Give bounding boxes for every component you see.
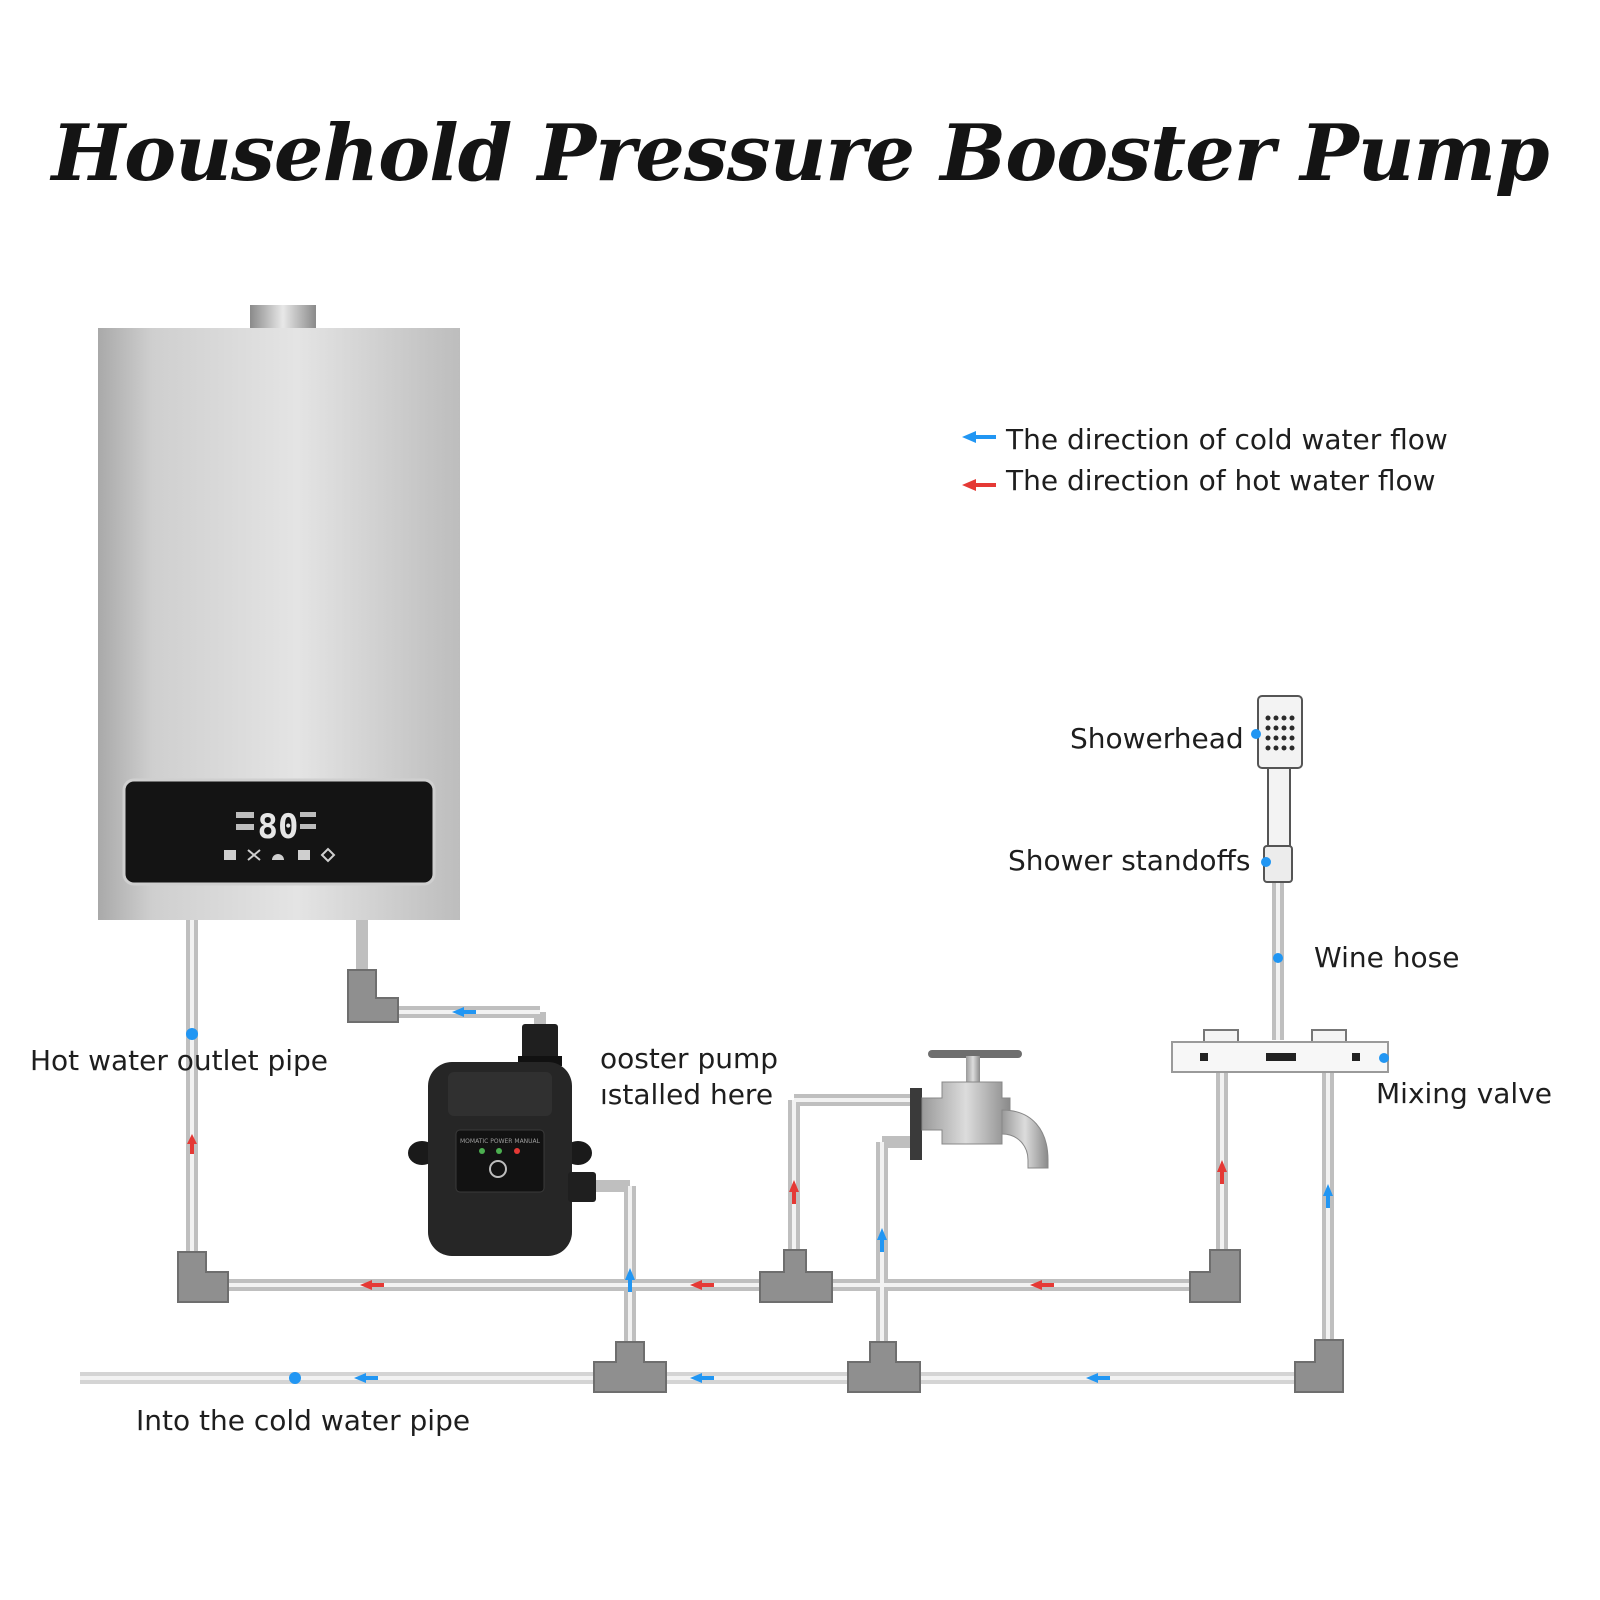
heater-button-icon[interactable] xyxy=(298,850,310,860)
heater-button-icon[interactable] xyxy=(224,850,236,860)
faucet-flange xyxy=(910,1088,922,1160)
heater-indicator-icon xyxy=(236,824,254,830)
cold-flow-legend-icon xyxy=(962,431,996,443)
flow-dot-icon xyxy=(1251,729,1261,739)
booster-pump: MOMATIC POWER MANUAL xyxy=(408,1024,596,1256)
hot-flow-arrow-icon xyxy=(1030,1280,1054,1290)
hot-flow-arrow-icon xyxy=(187,1134,197,1154)
faucet xyxy=(910,1050,1049,1169)
hot-flow-arrow-icon xyxy=(360,1280,384,1290)
hot-flow-arrow-icon xyxy=(789,1180,799,1204)
cold-flow-arrow-icon xyxy=(354,1373,378,1383)
hot-flow-arrow-icon xyxy=(690,1280,714,1290)
water-heater: 80 xyxy=(98,305,460,920)
heater-temperature-readout: 80 xyxy=(258,807,299,847)
elbow-fitting xyxy=(1294,1339,1344,1393)
label-wine-hose: Wine hose xyxy=(1314,941,1459,974)
heater-display-panel xyxy=(122,778,436,886)
cold-flow-arrow-icon xyxy=(877,1228,887,1252)
label-booster-pump-line1: ooster pump xyxy=(600,1042,778,1075)
cold-flow-arrow-icon xyxy=(690,1373,714,1383)
cold-flow-arrow-icon xyxy=(1323,1184,1333,1208)
label-into-cold-water-pipe: Into the cold water pipe xyxy=(136,1404,470,1437)
pipe-fittings xyxy=(177,969,1344,1393)
label-mixing-valve: Mixing valve xyxy=(1376,1077,1552,1110)
cold-flow-arrow-icon xyxy=(1086,1373,1110,1383)
showerhead xyxy=(1257,695,1303,769)
power-icon[interactable] xyxy=(320,847,336,863)
hot-flow-legend-icon xyxy=(962,479,996,491)
pump-led-green xyxy=(479,1148,485,1154)
pipes xyxy=(80,880,1334,1384)
label-booster-pump-line2: ıstalled here xyxy=(600,1078,773,1111)
elbow-fitting xyxy=(177,1251,229,1303)
pump-inlet-fitting xyxy=(522,1024,558,1060)
legend-hot-label: The direction of hot water flow xyxy=(1005,464,1436,497)
faucet-body xyxy=(921,1081,1011,1145)
legend: The direction of cold water flow The dir… xyxy=(962,423,1448,497)
flow-dot-icon xyxy=(1261,857,1271,867)
pump-led-green xyxy=(496,1148,502,1154)
hot-flow-arrow-icon xyxy=(1217,1160,1227,1184)
tee-fitting xyxy=(759,1249,833,1303)
legend-cold-label: The direction of cold water flow xyxy=(1005,423,1448,456)
page-title: Household Pressure Booster Pump xyxy=(51,108,1549,199)
heater-indicator-icon xyxy=(300,824,316,829)
flow-dot-icon xyxy=(289,1372,301,1384)
label-showerhead: Showerhead xyxy=(1070,722,1244,755)
cold-flow-arrow-icon xyxy=(625,1268,635,1292)
pump-power-button[interactable] xyxy=(489,1160,507,1178)
elbow-fitting xyxy=(347,969,399,1023)
shower xyxy=(1257,695,1303,883)
labels: Hot water outlet pipe ooster pump ıstall… xyxy=(30,722,1552,1437)
pump-led-red xyxy=(514,1148,520,1154)
label-hot-water-outlet-pipe: Hot water outlet pipe xyxy=(30,1044,328,1077)
shower-handle xyxy=(1267,767,1291,851)
elbow-fitting xyxy=(1189,1249,1241,1303)
tee-fitting xyxy=(593,1341,667,1393)
heater-button-icon[interactable] xyxy=(272,854,284,860)
flow-dot-icon xyxy=(1273,953,1283,963)
cold-flow-arrow-icon xyxy=(452,1007,476,1017)
showerhead-nozzles xyxy=(1265,715,1295,751)
heater-indicator-icon xyxy=(300,812,316,817)
pump-panel-label: MOMATIC POWER MANUAL xyxy=(460,1138,541,1145)
label-shower-standoffs: Shower standoffs xyxy=(1008,844,1250,877)
flow-dot-icon xyxy=(1379,1053,1389,1063)
heater-flue xyxy=(250,305,316,331)
pump-outlet-fitting xyxy=(568,1172,596,1202)
faucet-handle[interactable] xyxy=(928,1050,1022,1058)
heater-indicator-icon xyxy=(236,812,254,818)
mixing-valve xyxy=(1171,1029,1389,1073)
flow-dot-icon xyxy=(186,1028,198,1040)
faucet-spout xyxy=(1001,1109,1049,1169)
flow-arrows xyxy=(186,729,1389,1384)
tee-fitting xyxy=(847,1341,921,1393)
heater-button-icon[interactable] xyxy=(247,849,261,861)
